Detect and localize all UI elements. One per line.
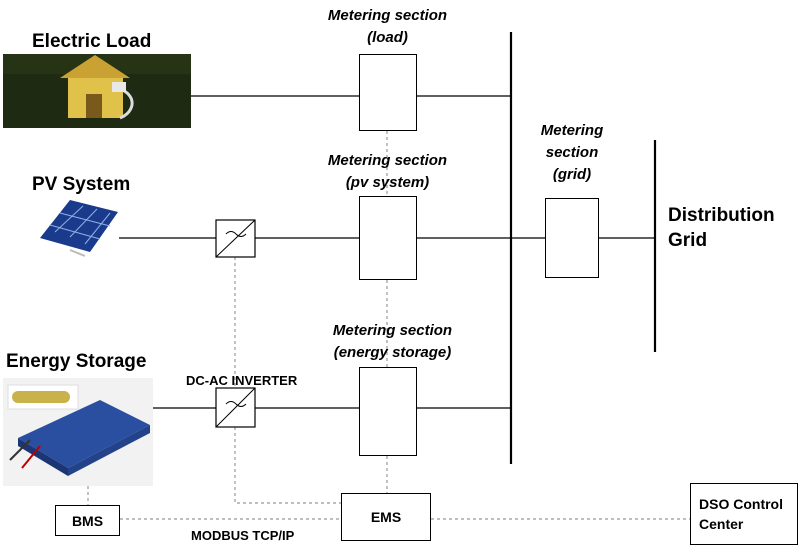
modbus-label: MODBUS TCP/IP (191, 528, 295, 543)
dso-box: DSO Control Center (690, 483, 798, 545)
storage-inverter (215, 387, 256, 428)
energy-storage-image (3, 378, 153, 486)
ems-box: EMS (341, 493, 431, 541)
bms-box: BMS (55, 505, 120, 536)
meter-grid-line3: (grid) (552, 166, 592, 183)
meter-grid-line1: Metering (540, 122, 604, 139)
meter-grid-box (545, 198, 599, 278)
meter-load-subtitle: (load) (367, 29, 408, 46)
dc-ac-inverter-label: DC-AC INVERTER (186, 373, 298, 388)
meter-grid-label: Metering section (grid) (522, 120, 622, 186)
electric-load-label: Electric Load (32, 31, 152, 52)
distribution-grid-line1: Distribution (668, 205, 775, 226)
pv-system-label: PV System (32, 174, 131, 195)
distribution-grid-label: Distribution Grid (668, 203, 775, 253)
meter-pv-box (359, 196, 417, 280)
meter-grid-line2: section (545, 144, 599, 161)
meter-storage-subtitle: (energy storage) (333, 344, 452, 361)
meter-pv-subtitle: (pv system) (345, 174, 430, 191)
pv-inverter (215, 219, 256, 258)
communication-lines (87, 131, 690, 520)
meter-storage-label: Metering section (energy storage) (305, 320, 480, 364)
meter-load-title: Metering section (327, 7, 448, 24)
dso-line2: Center (699, 516, 744, 532)
energy-storage-label: Energy Storage (6, 351, 147, 372)
meter-pv-label: Metering section (pv system) (300, 150, 475, 194)
meter-storage-box (359, 367, 417, 456)
meter-load-box (359, 54, 417, 131)
power-lines (119, 95, 655, 409)
electric-load-image (3, 54, 191, 128)
meter-load-label: Metering section (load) (300, 5, 475, 49)
meter-pv-title: Metering section (327, 152, 448, 169)
pv-system-image (33, 196, 119, 257)
dso-line1: DSO Control (699, 496, 783, 512)
meter-storage-title: Metering section (332, 322, 453, 339)
distribution-grid-line2: Grid (668, 230, 708, 251)
